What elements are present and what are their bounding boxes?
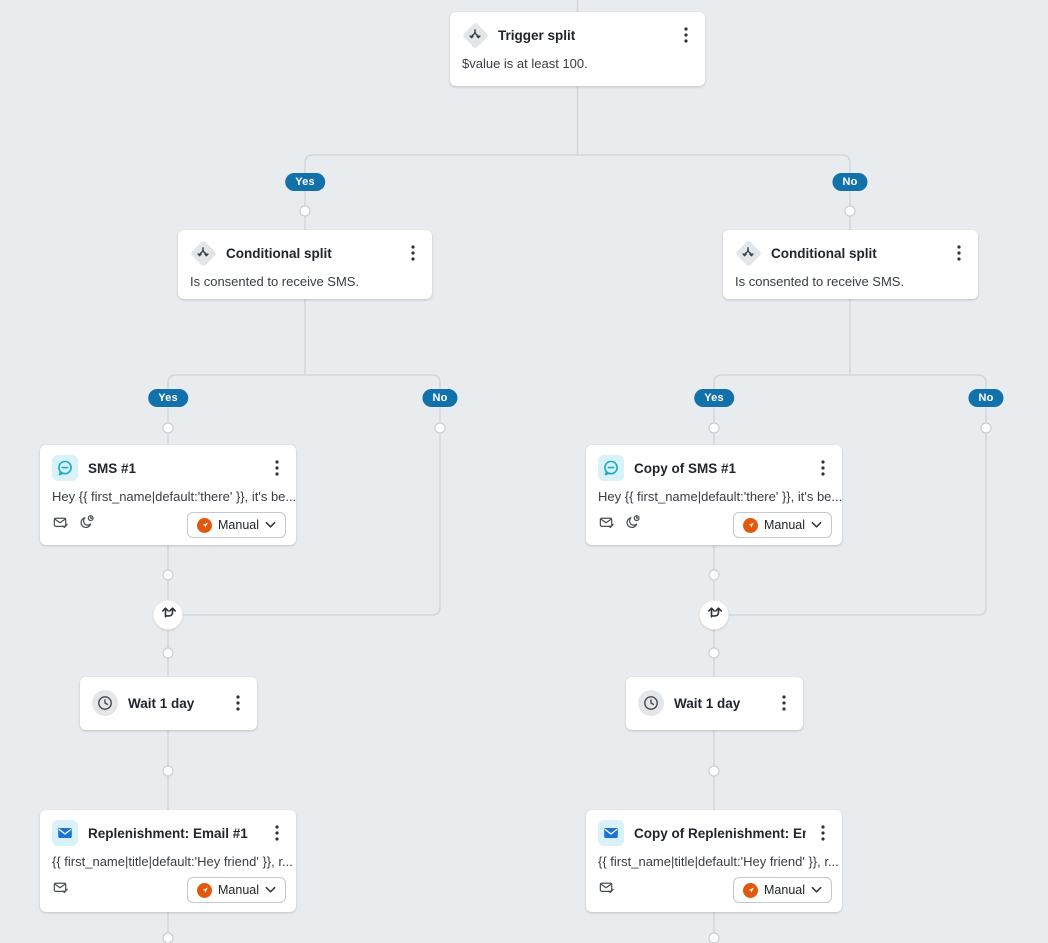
message-preview: {{ first_name|title|default:'Hey friend'… <box>52 854 293 869</box>
node-card-wait-left[interactable]: Wait 1 day <box>80 677 257 730</box>
merge-arrows-icon <box>160 605 176 626</box>
node-title: Wait 1 day <box>674 695 741 711</box>
node-title: Replenishment: Email #1 <box>88 825 248 841</box>
kebab-menu-icon[interactable] <box>777 694 791 712</box>
connector-dot <box>844 205 856 217</box>
smart-sending-icon <box>598 879 615 901</box>
node-description: Is consented to receive SMS. <box>190 274 360 289</box>
node-card-copy-of-sms-1[interactable]: Copy of SMS #1 Hey {{ first_name|default… <box>586 445 842 545</box>
node-card-trigger-split[interactable]: Trigger split $value is at least 100. <box>450 12 705 86</box>
chevron-down-icon <box>811 881 822 899</box>
merge-node <box>699 600 729 630</box>
status-dropdown[interactable]: Manual <box>187 512 286 538</box>
status-dropdown[interactable]: Manual <box>733 877 832 903</box>
connector-dot <box>434 422 446 434</box>
clock-icon <box>92 690 118 716</box>
manual-status-icon <box>743 882 758 898</box>
kebab-menu-icon[interactable] <box>952 244 966 262</box>
node-card-conditional-split-right[interactable]: Conditional split Is consented to receiv… <box>723 230 978 299</box>
node-title: Conditional split <box>771 245 877 261</box>
status-dropdown[interactable]: Manual <box>733 512 832 538</box>
manual-status-icon <box>743 517 758 533</box>
connector-dot <box>162 422 174 434</box>
branch-badge-yes: Yes <box>148 389 188 407</box>
chevron-down-icon <box>811 516 822 534</box>
smart-sending-icon <box>52 879 69 901</box>
message-preview: {{ first_name|title|default:'Hey friend'… <box>598 854 839 869</box>
node-title: SMS #1 <box>88 460 137 476</box>
connector-dot <box>708 765 720 777</box>
branch-badge-yes: Yes <box>285 173 325 191</box>
status-label: Manual <box>218 518 259 532</box>
connector-dot <box>299 205 311 217</box>
node-title: Copy of SMS #1 <box>634 460 737 476</box>
envelope-icon <box>598 820 624 846</box>
branch-badge-no: No <box>422 389 458 407</box>
connector-dot <box>162 765 174 777</box>
connector-dot <box>162 569 174 581</box>
kebab-menu-icon[interactable] <box>679 26 693 44</box>
split-arrows-icon <box>189 239 217 267</box>
smart-sending-icon <box>52 514 69 536</box>
node-description: $value is at least 100. <box>462 56 588 71</box>
branch-badge-no: No <box>968 389 1004 407</box>
quiet-hours-icon <box>624 514 641 536</box>
chevron-down-icon <box>265 516 276 534</box>
connector-dot <box>708 422 720 434</box>
node-card-copy-of-replenishment-email[interactable]: Copy of Replenishment: Em... {{ first_na… <box>586 810 842 912</box>
node-card-replenishment-email-1[interactable]: Replenishment: Email #1 {{ first_name|ti… <box>40 810 296 912</box>
merge-arrows-icon <box>706 605 722 626</box>
status-dropdown[interactable]: Manual <box>187 877 286 903</box>
kebab-menu-icon[interactable] <box>406 244 420 262</box>
smart-sending-icon <box>598 514 615 536</box>
chat-bubble-icon <box>598 455 624 481</box>
node-title: Conditional split <box>226 245 332 261</box>
connector-dot <box>708 932 720 943</box>
node-title: Copy of Replenishment: Em... <box>634 825 806 841</box>
kebab-menu-icon[interactable] <box>816 459 830 477</box>
manual-status-icon <box>197 517 212 533</box>
manual-status-icon <box>197 882 212 898</box>
message-preview: Hey {{ first_name|default:'there' }}, it… <box>598 489 842 504</box>
node-card-wait-right[interactable]: Wait 1 day <box>626 677 803 730</box>
status-label: Manual <box>764 518 805 532</box>
connector-dot <box>708 647 720 659</box>
chevron-down-icon <box>265 881 276 899</box>
kebab-menu-icon[interactable] <box>231 694 245 712</box>
branch-badge-yes: Yes <box>694 389 734 407</box>
node-title: Wait 1 day <box>128 695 195 711</box>
kebab-menu-icon[interactable] <box>816 824 830 842</box>
split-arrows-icon <box>461 21 489 49</box>
node-card-sms-1[interactable]: SMS #1 Hey {{ first_name|default:'there'… <box>40 445 296 545</box>
status-label: Manual <box>218 883 259 897</box>
connector-dot <box>162 647 174 659</box>
node-card-conditional-split-left[interactable]: Conditional split Is consented to receiv… <box>178 230 432 299</box>
connector-dot <box>162 932 174 943</box>
node-title: Trigger split <box>498 27 576 43</box>
connector-dot <box>980 422 992 434</box>
kebab-menu-icon[interactable] <box>270 824 284 842</box>
split-arrows-icon <box>734 239 762 267</box>
merge-node <box>153 600 183 630</box>
kebab-menu-icon[interactable] <box>270 459 284 477</box>
connector-dot <box>708 569 720 581</box>
envelope-icon <box>52 820 78 846</box>
status-label: Manual <box>764 883 805 897</box>
chat-bubble-icon <box>52 455 78 481</box>
quiet-hours-icon <box>78 514 95 536</box>
message-preview: Hey {{ first_name|default:'there' }}, it… <box>52 489 296 504</box>
clock-icon <box>638 690 664 716</box>
node-description: Is consented to receive SMS. <box>735 274 905 289</box>
branch-badge-no: No <box>832 173 868 191</box>
